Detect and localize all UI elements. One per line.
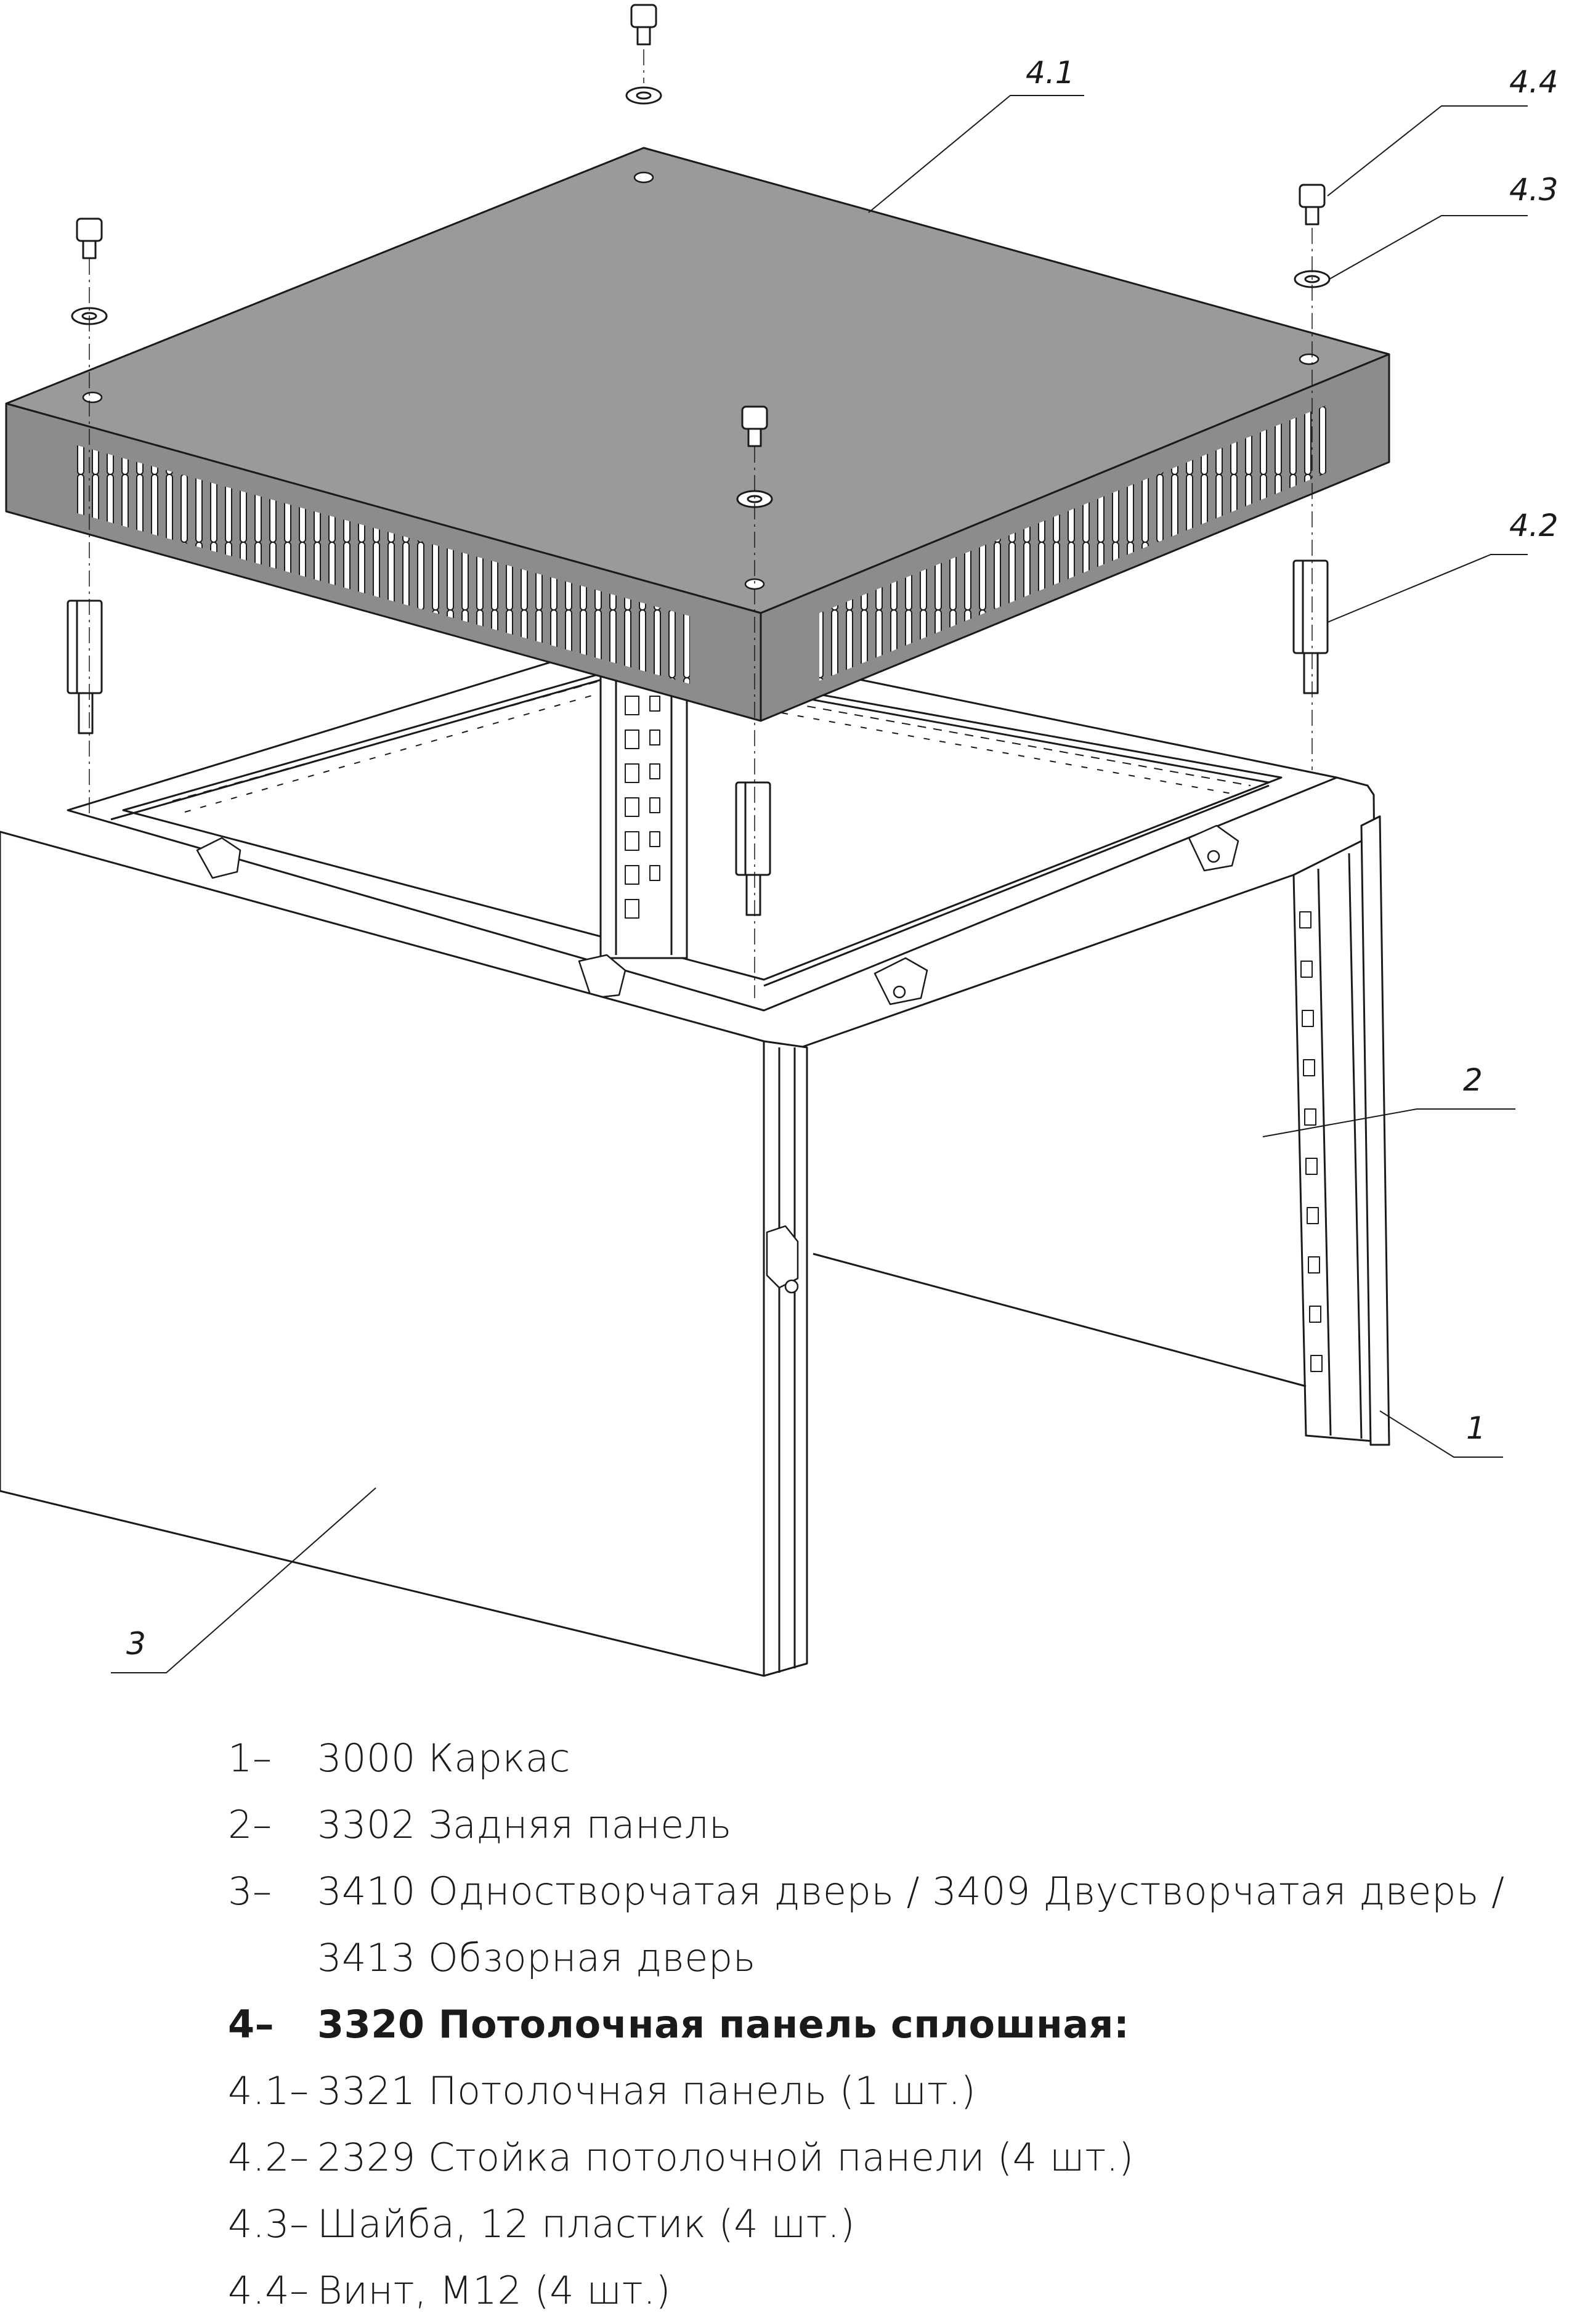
leader-4-2 (1327, 554, 1528, 623)
screw-top (630, 4, 657, 46)
legend-text: Шайба, 12 пластик (4 шт.) (317, 2201, 856, 2246)
leader-2 (1262, 1108, 1515, 1137)
legend-item-2: 2– 3302 Задняя панель (228, 1792, 1522, 1858)
callout-2: 2 (1463, 1062, 1483, 1098)
callout-3: 3 (126, 1626, 146, 1662)
leader-4-4 (1327, 105, 1528, 197)
legend-text: 3321 Потолочная панель (1 шт.) (317, 2068, 976, 2113)
spacer-front (735, 781, 771, 916)
legend-number: 2– (228, 1802, 272, 1847)
callout-4-2: 4.2 (1509, 508, 1559, 543)
legend-text: 3410 Одностворчатая дверь / 3409 Двуство… (317, 1869, 1505, 1914)
spacers (67, 559, 1329, 916)
callout-1: 1 (1466, 1410, 1486, 1446)
screw-right (1299, 184, 1326, 225)
legend-text: 3000 Каркас (317, 1736, 571, 1781)
legend-text: Винт, М12 (4 шт.) (317, 2268, 671, 2313)
frame-carcass (67, 633, 1381, 1443)
roof-panel (5, 147, 1390, 722)
legend-number: 4.4– (228, 2268, 309, 2313)
leader-4-1 (868, 95, 1084, 213)
screw-front (741, 405, 768, 447)
legend-item-1: 1– 3000 Каркас (228, 1725, 1522, 1792)
legend-number: 4.3– (228, 2201, 309, 2246)
legend-item-4-2: 4.2– 2329 Стойка потолочной панели (4 шт… (228, 2124, 1522, 2191)
spacer-right (1292, 559, 1329, 694)
callout-4-3: 4.3 (1509, 172, 1559, 208)
legend-item-4-3: 4.3– Шайба, 12 пластик (4 шт.) (228, 2191, 1522, 2257)
parts-legend: 1– 3000 Каркас 2– 3302 Задняя панель 3– … (228, 1725, 1522, 2324)
screw-left (76, 217, 103, 259)
legend-number: 4.2– (228, 2135, 309, 2180)
legend-text: 3302 Задняя панель (317, 1802, 732, 1847)
legend-item-4-1: 4.1– 3321 Потолочная панель (1 шт.) (228, 2058, 1522, 2124)
leader-4-3 (1329, 215, 1528, 280)
leader-1 (1379, 1410, 1503, 1458)
callout-4-4: 4.4 (1509, 64, 1559, 100)
assembly-centerlines (89, 49, 1313, 998)
leader-3 (111, 1487, 376, 1673)
legend-item-4-4: 4.4– Винт, М12 (4 шт.) (228, 2257, 1522, 2324)
legend-text: 2329 Стойка потолочной панели (4 шт.) (317, 2135, 1134, 2180)
legend-number: 1– (228, 1736, 272, 1781)
legend-item-4: 4– 3320 Потолочная панель сплошная: (228, 1991, 1522, 2058)
legend-item-3-continued: 3413 Обзорная дверь (228, 1925, 1522, 1991)
legend-text: 3320 Потолочная панель сплошная: (317, 2002, 1130, 2047)
legend-number: 3– (228, 1869, 272, 1914)
legend-text: 3413 Обзорная дверь (317, 1935, 756, 1980)
legend-number: 4– (228, 2002, 275, 2047)
spacer-left (67, 599, 103, 734)
door-panel (0, 831, 808, 1677)
leader-lines (111, 95, 1528, 1673)
exploded-assembly-drawing: 4.1 4.4 4.3 4.2 2 1 3 (0, 4, 1559, 1677)
screws (76, 4, 1326, 447)
legend-item-3: 3– 3410 Одностворчатая дверь / 3409 Двус… (228, 1858, 1522, 1925)
legend-number: 4.1– (228, 2068, 309, 2113)
rear-panel (800, 776, 1390, 1446)
callout-4-1: 4.1 (1026, 55, 1075, 91)
